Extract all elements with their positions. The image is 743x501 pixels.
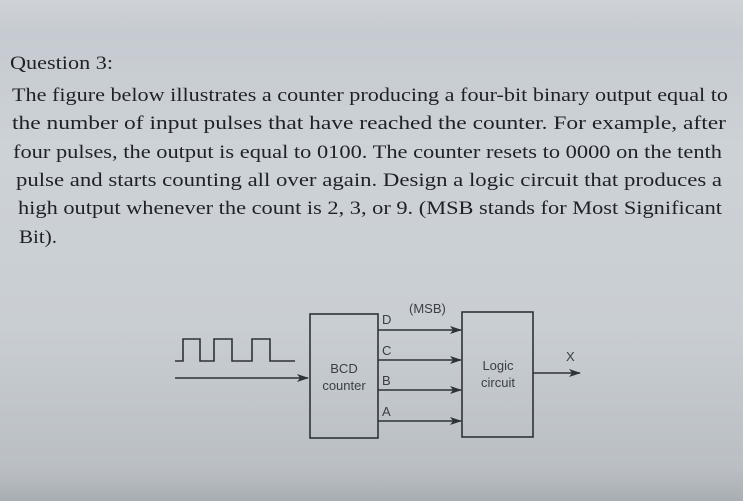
msb-label: (MSB) [409, 301, 446, 316]
circuit-diagram [175, 311, 581, 439]
output-label-c: C [382, 343, 391, 358]
question-line-6: Bit). [19, 227, 57, 248]
question-line-2: the number of input pulses that have rea… [12, 113, 727, 134]
pulse-train [175, 338, 295, 362]
counter-label-bcd: BCD [330, 361, 357, 376]
output-label-b: B [382, 373, 391, 388]
question-heading: Question 3: [10, 53, 113, 74]
question-line-1: The figure below illustrates a counter p… [12, 85, 728, 106]
logic-label-circuit: circuit [481, 375, 515, 390]
output-label-x: X [566, 349, 575, 364]
logic-label-logic: Logic [482, 358, 514, 373]
page-top [0, 0, 743, 30]
question-line-4: pulse and starts counting all over again… [16, 170, 723, 191]
page-bottom [0, 470, 743, 501]
logic-circuit-box [461, 311, 534, 438]
output-label-d: D [382, 312, 391, 327]
bcd-counter-box [309, 313, 379, 439]
counter-label-counter: counter [322, 378, 366, 393]
output-label-a: A [382, 404, 391, 419]
question-line-5: high output whenever the count is 2, 3, … [18, 198, 723, 219]
question-line-3: four pulses, the output is equal to 0100… [13, 142, 723, 163]
